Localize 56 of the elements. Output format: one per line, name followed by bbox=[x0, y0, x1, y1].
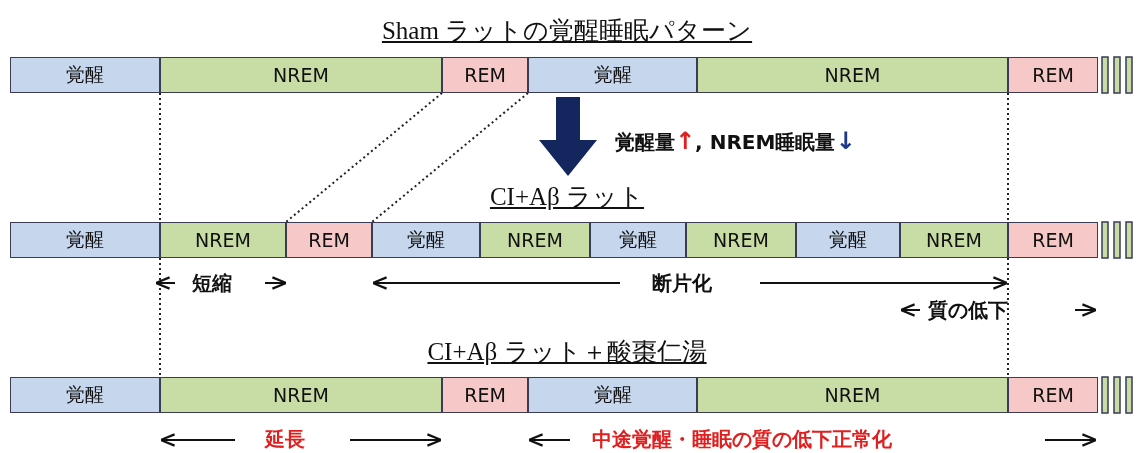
timeline-segment bbox=[686, 222, 796, 258]
row-heading: CI+Aβ ラット＋酸棗仁湯 bbox=[427, 337, 707, 367]
span-label: 断片化 bbox=[652, 270, 712, 297]
stage-label: NREM bbox=[926, 229, 982, 251]
stage-label: NREM bbox=[507, 229, 563, 251]
timeline-segment bbox=[160, 57, 442, 93]
decrease-arrow: ↓ bbox=[835, 127, 856, 155]
timeline-segment bbox=[286, 222, 372, 258]
stage-label: 覚醒 bbox=[829, 227, 867, 252]
timeline-segment bbox=[160, 222, 286, 258]
stage-label: NREM bbox=[195, 229, 251, 251]
timeline-segment bbox=[900, 222, 1008, 258]
timeline-segment bbox=[442, 377, 528, 413]
stage-label: 覚醒 bbox=[66, 227, 104, 252]
stage-label: REM bbox=[308, 229, 350, 251]
stage-label: REM bbox=[1032, 384, 1074, 406]
increase-arrow: ↑ bbox=[675, 127, 696, 155]
stage-label: NREM bbox=[824, 384, 881, 406]
timeline-segment bbox=[480, 222, 590, 258]
row-heading: CI+Aβ ラット bbox=[489, 182, 645, 212]
stage-label: NREM bbox=[273, 384, 329, 406]
stage-label: 覚醒 bbox=[407, 227, 445, 252]
timeline-segment bbox=[590, 222, 686, 258]
timeline-segment bbox=[442, 57, 528, 93]
stage-label: 覚醒 bbox=[593, 382, 632, 407]
timeline-segment bbox=[10, 57, 160, 93]
stage-label: REM bbox=[1032, 229, 1074, 251]
stage-label: 覚醒 bbox=[593, 62, 632, 87]
change-label: , NREM睡眠量 bbox=[695, 130, 836, 154]
timeline-segment bbox=[528, 57, 697, 93]
stage-label: REM bbox=[464, 64, 506, 86]
stage-label: NREM bbox=[273, 64, 329, 86]
timeline-segment bbox=[1008, 377, 1098, 413]
span-label: 延長 bbox=[265, 426, 305, 453]
stage-label: REM bbox=[1032, 64, 1074, 86]
span-label: 中途覚醒・睡眠の質の低下正常化 bbox=[592, 426, 892, 453]
stage-label: 覚醒 bbox=[66, 62, 104, 87]
stage-label: 覚醒 bbox=[619, 227, 657, 252]
timeline-segment bbox=[372, 222, 480, 258]
timeline-segment bbox=[1008, 222, 1098, 258]
span-label: 質の低下 bbox=[928, 297, 1008, 324]
timeline-segment bbox=[1008, 57, 1098, 93]
timeline-segment bbox=[528, 377, 697, 413]
stage-label: 覚醒 bbox=[66, 382, 104, 407]
timeline-segment bbox=[160, 377, 442, 413]
stage-label: NREM bbox=[824, 64, 881, 86]
change-label: 覚醒量 bbox=[615, 130, 675, 154]
timeline-segment bbox=[697, 57, 1008, 93]
timeline-segment bbox=[697, 377, 1008, 413]
stage-label: REM bbox=[464, 384, 506, 406]
timeline-segment bbox=[796, 222, 900, 258]
timeline-segment bbox=[10, 222, 160, 258]
span-label: 短縮 bbox=[192, 270, 232, 297]
row-heading: Sham ラットの覚醒睡眠パターン bbox=[381, 16, 753, 46]
timeline-segment bbox=[10, 377, 160, 413]
stage-label: NREM bbox=[713, 229, 769, 251]
